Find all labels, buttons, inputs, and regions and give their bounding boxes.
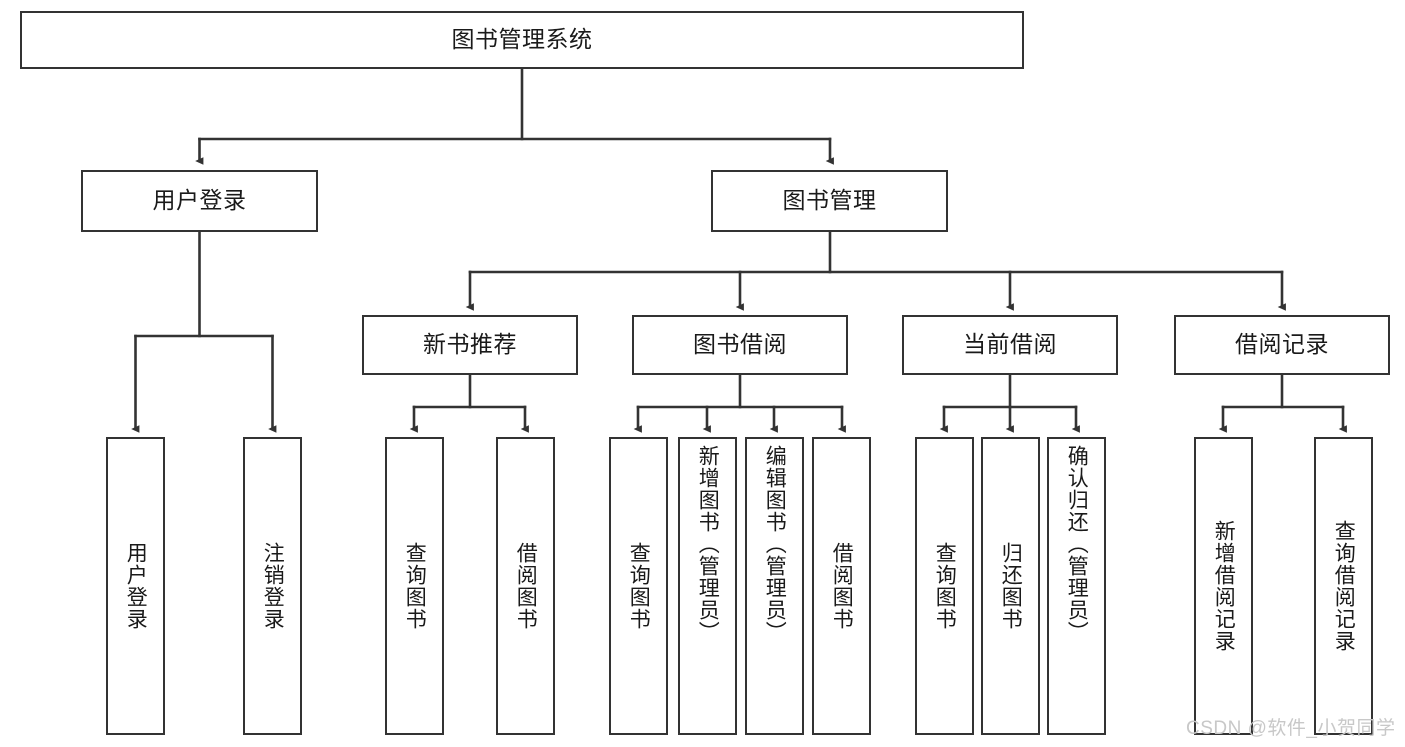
node-root-book-management-system[interactable]: 图书管理系统: [20, 11, 1024, 69]
node-leaf-edit-book[interactable]: 编辑图书（管理员）: [745, 437, 804, 735]
node-label: 查询图书: [933, 542, 957, 630]
node-new-book-recommend[interactable]: 新书推荐: [362, 315, 578, 375]
book-management-to-level2-connectors: [465, 230, 1286, 311]
node-label: 查询图书: [403, 542, 427, 630]
node-book-borrow[interactable]: 图书借阅: [632, 315, 848, 375]
node-leaf-borrow-book-2[interactable]: 借阅图书: [812, 437, 871, 735]
node-label: 当前借阅: [963, 331, 1057, 358]
node-label: 用户登录: [152, 187, 247, 214]
user-login-to-leaves-connectors: [131, 230, 277, 433]
node-label: 借阅记录: [1235, 331, 1329, 358]
node-leaf-query-book-2[interactable]: 查询图书: [609, 437, 668, 735]
node-borrow-record[interactable]: 借阅记录: [1174, 315, 1390, 375]
node-label: 编辑图书（管理员）: [763, 445, 787, 643]
node-label: 新增图书（管理员）: [696, 445, 720, 643]
node-leaf-query-book-3[interactable]: 查询图书: [915, 437, 974, 735]
watermark-text: CSDN @软件_小贺同学: [1186, 718, 1396, 739]
node-label: 借阅图书: [514, 542, 538, 630]
node-leaf-add-book[interactable]: 新增图书（管理员）: [678, 437, 737, 735]
node-label: 确认归还（管理员）: [1065, 445, 1089, 643]
node-leaf-confirm-return[interactable]: 确认归还（管理员）: [1047, 437, 1106, 735]
node-leaf-user-login[interactable]: 用户登录: [106, 437, 165, 735]
node-user-login[interactable]: 用户登录: [81, 170, 318, 232]
node-book-management[interactable]: 图书管理: [711, 170, 948, 232]
node-leaf-borrow-book-1[interactable]: 借阅图书: [496, 437, 555, 735]
node-current-borrow[interactable]: 当前借阅: [902, 315, 1118, 375]
new-book-recommend-to-leaves-connectors: [409, 373, 529, 433]
node-label: 图书借阅: [693, 331, 787, 358]
node-leaf-query-book-1[interactable]: 查询图书: [385, 437, 444, 735]
borrow-record-to-leaves-connectors: [1218, 373, 1347, 433]
node-label: 图书管理系统: [451, 26, 593, 53]
node-label: 借阅图书: [830, 542, 854, 630]
node-leaf-add-borrow-record[interactable]: 新增借阅记录: [1194, 437, 1253, 735]
node-label: 图书管理: [782, 187, 877, 214]
node-leaf-logout-login[interactable]: 注销登录: [243, 437, 302, 735]
root-to-level1-connectors: [195, 67, 834, 165]
node-label: 用户登录: [124, 542, 148, 630]
node-label: 查询图书: [627, 542, 651, 630]
node-label: 注销登录: [261, 542, 285, 630]
node-label: 查询借阅记录: [1332, 520, 1356, 652]
book-borrow-to-leaves-connectors: [633, 373, 846, 433]
node-leaf-return-book[interactable]: 归还图书: [981, 437, 1040, 735]
node-label: 新书推荐: [423, 331, 517, 358]
node-leaf-query-borrow-record[interactable]: 查询借阅记录: [1314, 437, 1373, 735]
current-borrow-to-leaves-connectors: [939, 373, 1080, 433]
node-label: 归还图书: [999, 542, 1023, 630]
node-label: 新增借阅记录: [1212, 520, 1236, 652]
